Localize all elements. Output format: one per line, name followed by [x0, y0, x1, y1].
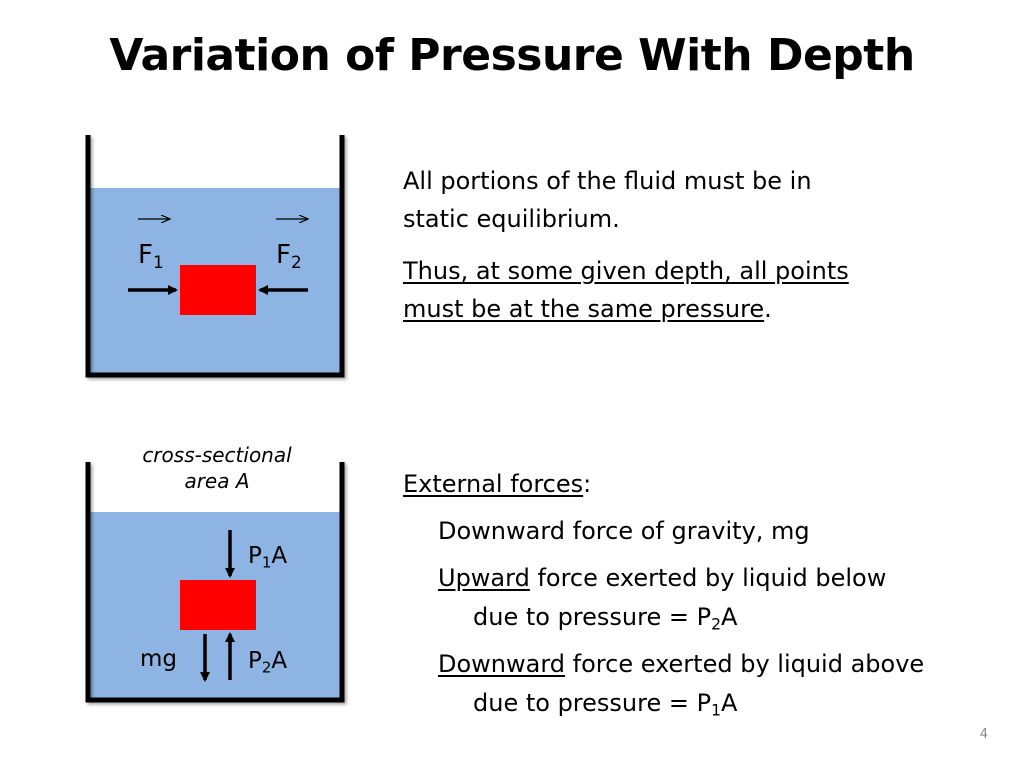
force-label-p2a: P2A [248, 648, 288, 677]
external-forces-text: External forces: Downward force of gravi… [403, 461, 963, 727]
container-wall [85, 462, 345, 703]
fluid-element-block [180, 265, 256, 315]
slide-title: Variation of Pressure With Depth [109, 30, 915, 81]
weight-label-mg: mg [140, 646, 178, 672]
item-upward-force: Upward force exerted by liquid below [438, 564, 887, 592]
equilibrium-text: All portions of the fluid must be in sta… [403, 162, 963, 328]
item-upward-force-line2: due to pressure = P2A [473, 603, 738, 634]
container-diagram-1 [85, 135, 345, 378]
caption-line-1: cross-sectional [142, 443, 292, 467]
force-label-p1a: P1A [248, 543, 288, 572]
item-gravity: Downward force of gravity, mg [438, 517, 810, 545]
figure-horizontal-forces: F1 F2 [72, 135, 362, 385]
page-number: 4 [979, 727, 988, 742]
force-label-f1: F1 [138, 240, 164, 273]
caption-line-2: area A [184, 469, 250, 493]
para-same-pressure: Thus, at some given depth, all points mu… [403, 257, 849, 323]
container-diagram-2 [85, 462, 345, 703]
cross-section-caption: cross-sectional area A [72, 442, 362, 494]
force-label-f2: F2 [276, 240, 302, 273]
fluid-element-block [180, 580, 256, 630]
para-equilibrium: All portions of the fluid must be in sta… [403, 167, 812, 233]
container-wall [85, 135, 345, 378]
item-downward-force: Downward force exerted by liquid above [438, 650, 925, 678]
figure-vertical-forces: cross-sectional area A P1A P2A mg [72, 440, 362, 710]
item-downward-force-line2: due to pressure = P1A [473, 689, 738, 720]
external-forces-heading: External forces: [403, 470, 592, 498]
